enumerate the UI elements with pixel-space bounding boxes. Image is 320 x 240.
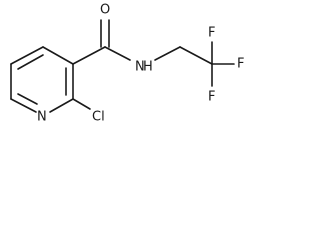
bond-ch2-cf3 — [179, 46, 213, 65]
atom-label-amide-hydrogen: H — [143, 60, 153, 75]
pyridine-ring — [10, 46, 74, 113]
amide-group — [72, 19, 131, 65]
bond-n-ch2 — [154, 46, 181, 61]
atom-label-chlorine: Cl — [92, 110, 105, 125]
bond-c4-c5 — [10, 46, 44, 65]
atom-label-fluorine-top: F — [208, 26, 215, 41]
chemical-structure-diagram: O N H N Cl F F F — [10, 3, 244, 125]
trifluoroethyl-chain — [154, 41, 235, 87]
bond-c3-carbonyl — [72, 46, 106, 65]
atom-label-oxygen: O — [100, 3, 110, 18]
atom-label-amide-nitrogen: N — [135, 60, 145, 75]
double-bond-c6-n1-inner — [17, 93, 38, 105]
bond-n1-c2 — [49, 98, 74, 113]
atom-label-fluorine-bottom: F — [208, 90, 215, 105]
atom-label-ring-nitrogen: N — [37, 110, 47, 125]
bond-carbonyl-n — [104, 46, 131, 61]
bond-c2-cl — [72, 98, 91, 110]
bond-c6-n1 — [10, 98, 37, 113]
bond-c3-c4 — [42, 46, 74, 65]
atom-label-fluorine-right: F — [237, 57, 244, 72]
double-bond-c4-c5-inner — [17, 54, 44, 70]
